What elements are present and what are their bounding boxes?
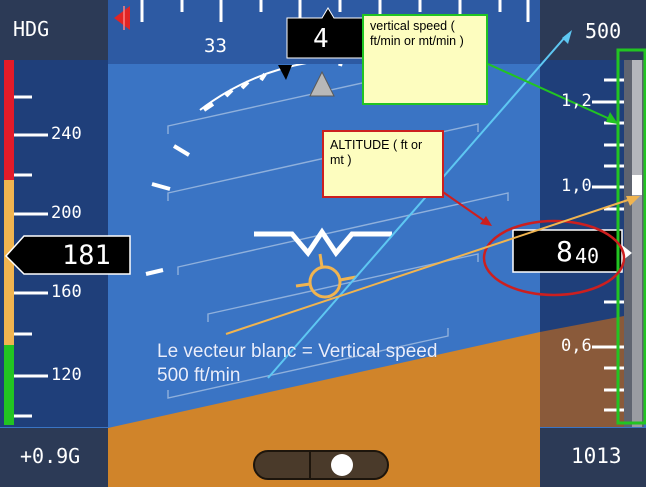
- annotation-line-1: Le vecteur blanc = Vertical speed: [157, 341, 438, 362]
- speed-label-120: 120: [51, 365, 82, 385]
- altitude-label-1-0: 1,0: [561, 176, 592, 196]
- speed-readout-box: [4, 235, 131, 275]
- baro-setting-value: 1013: [571, 444, 622, 468]
- heading-readout-box: [286, 7, 367, 59]
- heading-left-arrow-icon: [114, 6, 130, 30]
- bottom-slider-track[interactable]: [253, 450, 389, 480]
- speed-band-amber: [4, 180, 14, 345]
- bottom-slider-knob[interactable]: [331, 454, 353, 476]
- speed-band-red: [4, 60, 14, 180]
- g-load-value: +0.9G: [20, 444, 81, 468]
- g-load-box: [0, 428, 108, 487]
- cyan-arrow-line: [267, 35, 567, 379]
- red-arrowhead-icon: [480, 216, 492, 226]
- heading-current-value: 4: [313, 24, 329, 54]
- orange-arrowhead-icon: [626, 196, 640, 206]
- cyan-arrowhead-icon: [562, 30, 572, 44]
- baro-box: [540, 428, 646, 487]
- orange-arrow-line: [225, 197, 635, 335]
- altitude-ground-band: [540, 316, 624, 427]
- flight-path-marker-icon: [295, 253, 357, 299]
- annotation-line-2: 500 ft/min: [157, 365, 241, 386]
- vs-scale-lower: [632, 195, 642, 427]
- altitude-label-1-2: 1,2: [561, 91, 592, 111]
- speed-current-value: 181: [62, 240, 111, 271]
- altitude-highlight-ellipse: [482, 219, 626, 297]
- altitude-callout-text: ALTITUDE ( ft or mt ): [330, 138, 423, 167]
- vs-scale-marker: [632, 175, 642, 195]
- vs-green-frame: [616, 48, 646, 425]
- speed-label-200: 200: [51, 203, 82, 223]
- hdg-label-box: [0, 0, 108, 60]
- altitude-current-thousands: 8: [556, 235, 573, 268]
- altitude-label-0-6: 0,6: [561, 336, 592, 356]
- slip-indicator-icon: [309, 70, 335, 97]
- altitude-current-hundreds: 40: [575, 244, 600, 268]
- speed-label-240: 240: [51, 124, 82, 144]
- roll-pointer-icon: [278, 65, 292, 80]
- altitude-readout-box: [512, 229, 623, 273]
- aircraft-symbol-icon: [254, 227, 392, 258]
- vs-scale-upper: [632, 60, 642, 175]
- green-arrowhead-icon: [606, 112, 618, 124]
- vertical-speed-callout: vertical speed ( ft/min or mt/min ): [362, 14, 488, 105]
- ground-area: [108, 332, 540, 487]
- vs-top-value: 500: [585, 19, 622, 43]
- altitude-callout: ALTITUDE ( ft or mt ): [322, 130, 444, 198]
- heading-scale-value: 33: [204, 35, 227, 57]
- speed-band-green: [4, 345, 14, 425]
- speed-label-160: 160: [51, 282, 82, 302]
- green-arrow-line: [487, 63, 613, 121]
- heading-label: HDG: [13, 17, 50, 41]
- red-arrow-line: [439, 189, 487, 223]
- vertical-speed-callout-text: vertical speed ( ft/min or mt/min ): [370, 19, 464, 48]
